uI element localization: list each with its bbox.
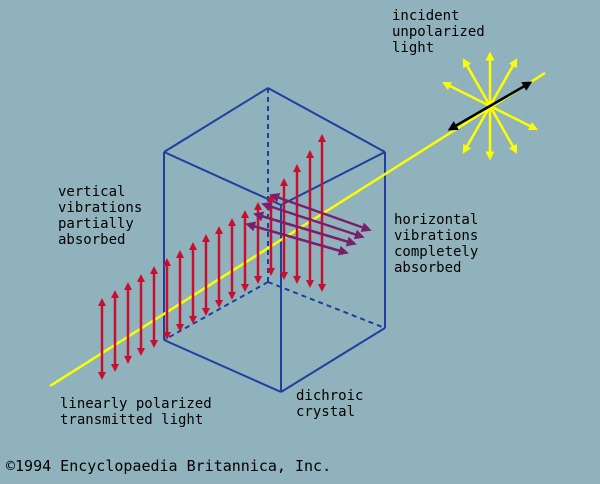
incident-vibration-axis-arrow [447, 81, 533, 131]
dichroic-crystal-cube [163, 87, 386, 393]
horizontal-arrow [269, 192, 372, 233]
label-transmitted-light: linearly polarized transmitted light [60, 396, 212, 428]
crystal-hidden-edges [163, 88, 386, 341]
label-incident-unpolarized-light: incident unpolarized light [392, 8, 485, 56]
label-horizontal-vibrations: horizontal vibrations completely absorbe… [394, 212, 479, 276]
horizontal-vibration-arrows [245, 192, 372, 256]
copyright-footer: ©1994 Encyclopaedia Britannica, Inc. [6, 457, 332, 475]
label-vertical-vibrations: vertical vibrations partially absorbed [58, 184, 143, 248]
label-dichroic-crystal: dichroic crystal [296, 388, 364, 420]
